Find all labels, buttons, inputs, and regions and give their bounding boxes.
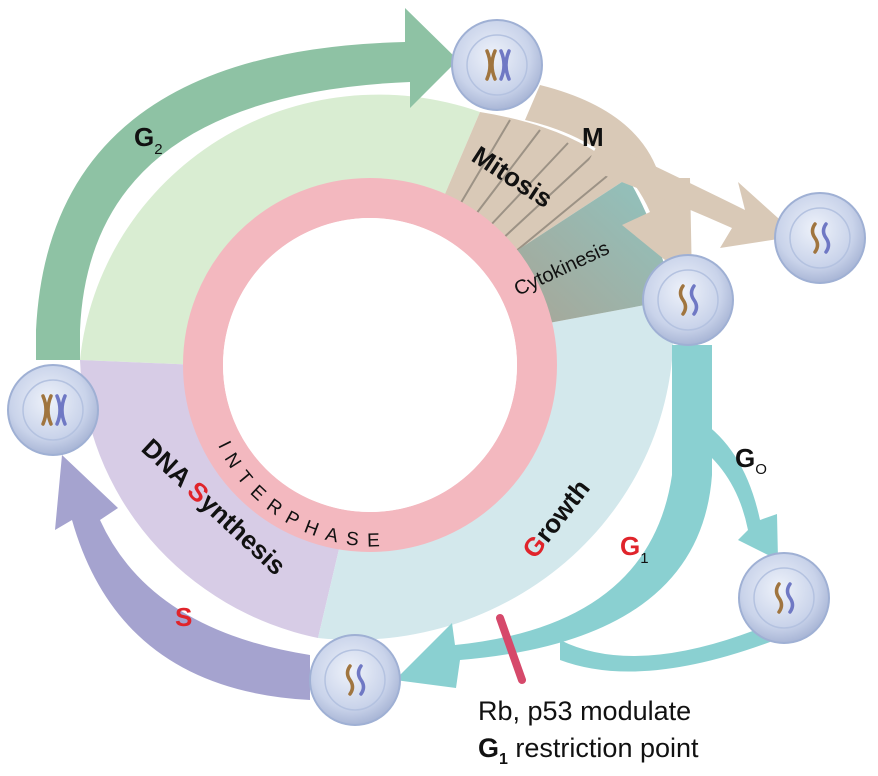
cell-right-upper [774, 192, 866, 284]
g2-arrow [36, 8, 458, 360]
restriction-note-line1: Rb, p53 modulate [478, 696, 691, 726]
cell-top [451, 19, 543, 111]
cell-g0 [738, 552, 830, 644]
g2-label: G2 [134, 122, 163, 158]
m-label: M [582, 122, 604, 152]
m-arrow-branch [585, 140, 798, 248]
s-sector [80, 360, 340, 638]
s-label: S [175, 602, 192, 632]
g1-label: G1 [620, 531, 649, 567]
cell-bottom [309, 634, 401, 726]
center-hole [223, 218, 517, 512]
cytokinesis-sector [510, 178, 672, 328]
m-arrow-main [525, 85, 692, 282]
s-arrow [55, 455, 310, 700]
restriction-point-bar [496, 614, 526, 684]
g0-label: GO [735, 443, 767, 478]
g0-arrow-out [690, 420, 778, 560]
g0-arrow-return [560, 620, 780, 672]
restriction-note-line2: G1 restriction point [478, 733, 699, 768]
cell-right-middle [642, 254, 734, 346]
cell-left [7, 364, 99, 456]
interphase-ring [183, 178, 557, 552]
g1-arrow [395, 345, 712, 688]
